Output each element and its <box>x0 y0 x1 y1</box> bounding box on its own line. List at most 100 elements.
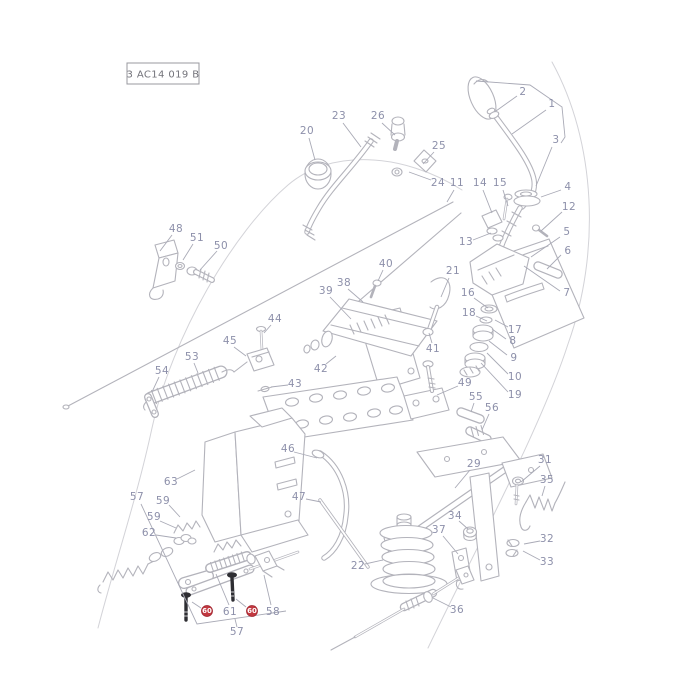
bracket-line <box>140 503 287 625</box>
leader-line-8 <box>491 328 507 340</box>
part-label-2: 2 <box>519 86 526 98</box>
part-label-62: 62 <box>142 527 156 539</box>
hinge-bolt <box>422 360 436 393</box>
link-plate <box>144 393 159 418</box>
leader-line-58 <box>263 574 272 606</box>
leader-line-61 <box>215 573 230 606</box>
part-label-29: 29 <box>467 458 481 470</box>
part-label-24: 24 <box>431 177 445 189</box>
part-label-63: 63 <box>164 476 178 488</box>
leader-line-51 <box>182 243 194 261</box>
part-label-12: 12 <box>562 201 576 213</box>
part-label-31: 31 <box>538 454 552 466</box>
leader-line-46 <box>293 451 318 459</box>
leader-line-32 <box>523 540 541 545</box>
leader-line-36 <box>432 597 452 608</box>
leader-line-31 <box>520 465 541 483</box>
hex-bolt <box>186 266 215 283</box>
leader-line-56 <box>481 413 490 431</box>
highlighted-part-label-60: 60 <box>247 607 257 615</box>
part-label-8: 8 <box>509 335 516 347</box>
leader-line-57 <box>234 618 238 628</box>
leader-line-24 <box>408 171 432 181</box>
part-label-7: 7 <box>563 287 570 299</box>
leader-line-17 <box>494 319 509 328</box>
part-label-61: 61 <box>223 606 237 618</box>
return-spring <box>519 481 566 531</box>
part-label-34: 34 <box>448 510 462 522</box>
washer-stack <box>459 304 498 378</box>
leader-line-1 <box>511 109 547 135</box>
bent-tube <box>302 132 381 241</box>
leader-line-10 <box>486 352 509 375</box>
leader-line-13 <box>472 232 492 241</box>
leader-line-60 <box>235 598 247 608</box>
part-label-11: 11 <box>450 177 464 189</box>
leader-line-29 <box>454 469 471 489</box>
leader-line-45 <box>233 346 247 357</box>
part-label-50: 50 <box>214 240 228 252</box>
leader-line-34 <box>458 520 469 530</box>
leader-line-14 <box>482 189 493 214</box>
part-label-32: 32 <box>540 533 554 545</box>
leader-line-59 <box>159 520 177 529</box>
part-label-51: 51 <box>190 232 204 244</box>
drawing-code-box: 3 AC14 019 B <box>126 62 200 85</box>
leader-line-15 <box>502 189 509 207</box>
leader-line-43 <box>270 384 289 388</box>
pivot-housing <box>469 243 563 296</box>
leader-line-47 <box>305 498 322 503</box>
part-label-9: 9 <box>510 352 517 364</box>
part-label-14: 14 <box>473 177 487 189</box>
part-label-40: 40 <box>379 258 393 270</box>
governor-housing <box>303 298 438 391</box>
control-cable <box>330 565 475 651</box>
leader-line-9 <box>488 340 508 356</box>
leader-line-48 <box>159 234 173 252</box>
leader-line-59 <box>168 504 181 518</box>
leader-line-49 <box>436 385 459 396</box>
part-label-58: 58 <box>266 606 280 618</box>
part-label-5: 5 <box>563 226 570 238</box>
throttle-rod <box>62 201 454 410</box>
leader-line-54 <box>151 376 160 393</box>
bent-arm <box>311 449 350 561</box>
part-label-1: 1 <box>548 98 555 110</box>
part-label-36: 36 <box>450 604 464 616</box>
leader-line-63 <box>176 469 196 480</box>
leader-line-5 <box>530 236 561 258</box>
highlighted-part-badge <box>201 605 213 617</box>
leader-line-18 <box>475 315 488 322</box>
part-label-25: 25 <box>432 140 446 152</box>
washer <box>174 261 186 271</box>
hand-throttle-spring <box>97 533 197 594</box>
part-label-37: 37 <box>432 524 446 536</box>
leader-line-19 <box>480 362 509 393</box>
part-label-13: 13 <box>459 236 473 248</box>
inner-cable-line <box>351 212 462 308</box>
leader-line-50 <box>199 250 218 271</box>
nut <box>391 167 403 177</box>
leader-line-2 <box>495 95 518 112</box>
leader-line-42 <box>325 355 337 365</box>
bellows-stack <box>370 513 448 595</box>
part-label-55: 55 <box>469 391 483 403</box>
leader-line-41 <box>428 332 433 344</box>
part-label-23: 23 <box>332 110 346 122</box>
part-label-18: 18 <box>462 307 476 319</box>
part-label-56: 56 <box>485 402 499 414</box>
clevis-and-pins <box>246 325 275 393</box>
part-label-4: 4 <box>564 181 571 193</box>
leader-line-53 <box>193 362 199 374</box>
drawing-code-text: 3 AC14 019 B <box>126 70 199 81</box>
leader-line-21 <box>440 277 450 298</box>
retainer-clips <box>505 538 520 558</box>
part-label-10: 10 <box>508 371 522 383</box>
leader-line-25 <box>422 151 435 165</box>
leader-line-35 <box>541 485 546 497</box>
part-label-57: 57 <box>230 626 244 638</box>
leader-line-4 <box>540 189 562 198</box>
part-label-39: 39 <box>319 285 333 297</box>
leader-line-20 <box>308 137 316 161</box>
